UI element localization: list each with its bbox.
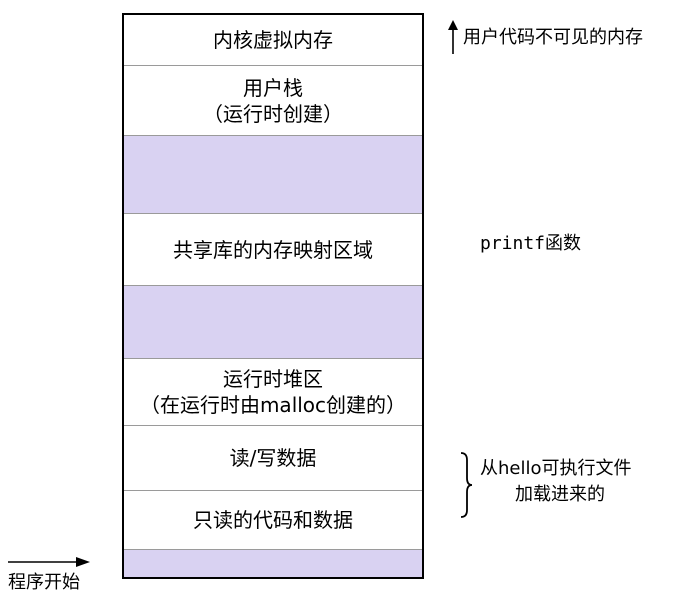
segment-label: 只读的代码和数据 [193,508,353,532]
segment-free-gap-middle [124,285,422,358]
segment-label: 运行时堆区 [223,367,323,391]
loaded-from-executable-line1: 从hello可执行文件 [480,458,632,479]
memory-layout-column: 内核虚拟内存 用户栈 （运行时创建） 共享库的内存映射区域 运行时堆区 （在运行… [122,13,424,579]
segment-label: 内核虚拟内存 [213,28,333,52]
segment-read-only-code-data: 只读的代码和数据 [124,490,422,549]
segment-free-gap-upper [124,135,422,213]
curly-brace-icon [460,452,473,518]
segment-sublabel: （在运行时由malloc创建的） [139,393,407,417]
segment-shared-library-mapping: 共享库的内存映射区域 [124,213,422,285]
right-arrow-icon [8,557,90,567]
segment-sublabel: （运行时创建） [203,101,343,126]
program-start-label: 程序开始 [8,572,80,593]
invisible-memory-label: 用户代码不可见的内存 [463,27,643,48]
up-arrow-icon [448,20,458,54]
segment-kernel-virtual-memory: 内核虚拟内存 [124,15,422,65]
segment-runtime-heap: 运行时堆区 （在运行时由malloc创建的） [124,358,422,425]
loaded-from-executable-line2: 加载进来的 [515,484,605,505]
segment-label: 读/写数据 [229,446,317,470]
segment-label: 共享库的内存映射区域 [173,237,373,262]
segment-free-gap-bottom [124,549,422,577]
printf-function-label: printf函数 [480,233,582,254]
segment-read-write-data: 读/写数据 [124,425,422,490]
segment-user-stack: 用户栈 （运行时创建） [124,65,422,135]
segment-label: 用户栈 [243,75,303,100]
